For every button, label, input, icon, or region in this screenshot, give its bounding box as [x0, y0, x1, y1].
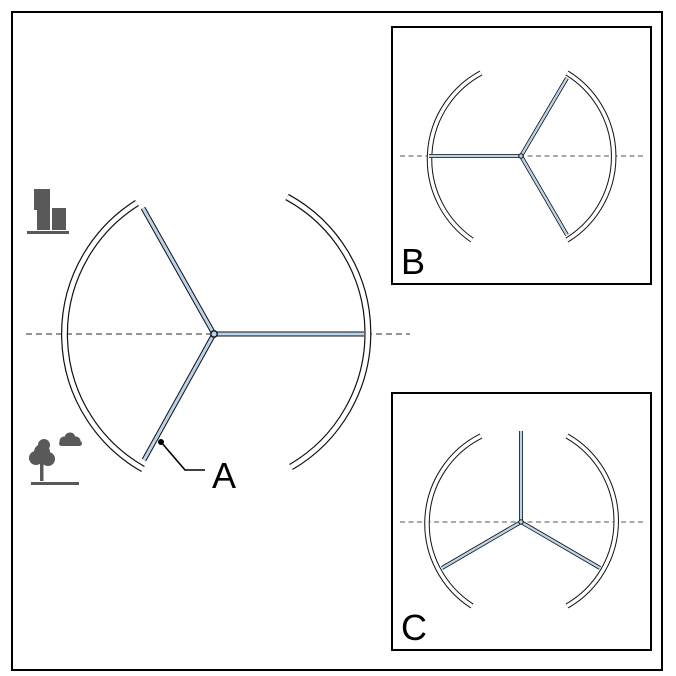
- tree-cloud-icon: [29, 432, 82, 485]
- building-icon: [27, 189, 69, 234]
- main-blades: [140, 206, 364, 462]
- inset-c-ring-left: [424, 433, 483, 609]
- inset-c-rotor: C: [400, 431, 644, 648]
- callout-a-label: A: [212, 455, 236, 496]
- main-rotor: A: [26, 193, 410, 496]
- inset-b-ring-right: [565, 70, 617, 243]
- inset-b-blades: [429, 76, 569, 237]
- inset-b-label: B: [401, 241, 425, 282]
- inset-b-rotor: B: [400, 70, 644, 282]
- callout-a-leader: [158, 439, 205, 471]
- inset-c-ring-right: [565, 433, 619, 609]
- main-outer-ring-right: [285, 193, 372, 471]
- inset-c-blades: [440, 431, 602, 570]
- inset-b-ring-left: [426, 70, 483, 243]
- inset-c-label: C: [401, 607, 427, 648]
- main-outer-ring-left: [61, 200, 145, 473]
